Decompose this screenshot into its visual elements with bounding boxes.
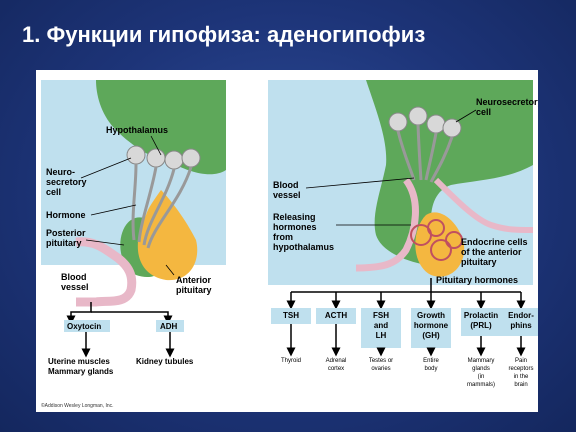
anterior-pituitary-shape xyxy=(137,190,198,281)
label-kidney: Kidney tubules xyxy=(136,357,194,366)
portal-vessel-2 xyxy=(433,177,534,233)
hormone-box xyxy=(411,308,451,348)
label-adh: ADH xyxy=(160,322,178,331)
label-endocrine: Endocrine cells of the anterior pituitar… xyxy=(461,237,530,267)
label-hormone: Hormone xyxy=(46,210,86,220)
right-hypothalamus-shape xyxy=(366,80,533,265)
label-pituitary-hormones: Pituitary hormones xyxy=(436,275,518,285)
right-neurosecretory-cells xyxy=(388,106,462,183)
portal-vessel xyxy=(355,177,419,272)
label-right-blood-vessel: Blood vessel xyxy=(273,180,301,200)
label-releasing: Releasing hormones from hypothalamus xyxy=(273,212,334,252)
hormone-label: Prolactin(PRL) xyxy=(464,311,498,330)
hormone-label: Endor-phins xyxy=(508,311,534,330)
pituitary-diagram: Hypothalamus Neuro- secretory cell Hormo… xyxy=(41,80,543,409)
adh-box xyxy=(156,320,184,332)
copyright: ©Addison Wesley Longman, Inc. xyxy=(41,402,114,409)
hormone-label: TSH xyxy=(283,311,299,320)
blood-vessel-left xyxy=(75,237,137,307)
label-uterine: Uterine muscles Mammary glands xyxy=(48,357,114,376)
diagram-panel: Hypothalamus Neuro- secretory cell Hormo… xyxy=(36,70,543,412)
hormone-branch: TSH Thyroid xyxy=(271,292,311,364)
label-oxytocin: Oxytocin xyxy=(67,322,101,331)
slide-title: 1. Функции гипофиза: аденогипофиз xyxy=(22,22,426,47)
label-hypothalamus: Hypothalamus xyxy=(106,125,168,135)
label-neurosecretory: Neuro- secretory cell xyxy=(46,167,89,197)
label-anterior-pituitary: Anterior pituitary xyxy=(176,275,214,295)
oxytocin-box xyxy=(64,320,110,332)
hormone-box xyxy=(361,308,401,348)
hormone-box xyxy=(271,308,311,324)
left-diagram: Hypothalamus Neuro- secretory cell Hormo… xyxy=(41,80,226,409)
hormone-box xyxy=(316,308,356,324)
hormone-label: ACTH xyxy=(325,311,347,320)
label-blood-vessel-left: Blood vessel xyxy=(61,272,89,292)
label-right-neurosecretory: Neurosecretory cell xyxy=(476,97,538,117)
label-posterior-pituitary: Posterior pituitary xyxy=(46,228,88,248)
right-diagram: Neurosecretory cell Blood vessel Releasi… xyxy=(268,80,543,388)
hormone-box xyxy=(461,308,501,336)
hormone-target: Thyroid xyxy=(281,358,301,364)
hormone-box xyxy=(501,308,541,336)
